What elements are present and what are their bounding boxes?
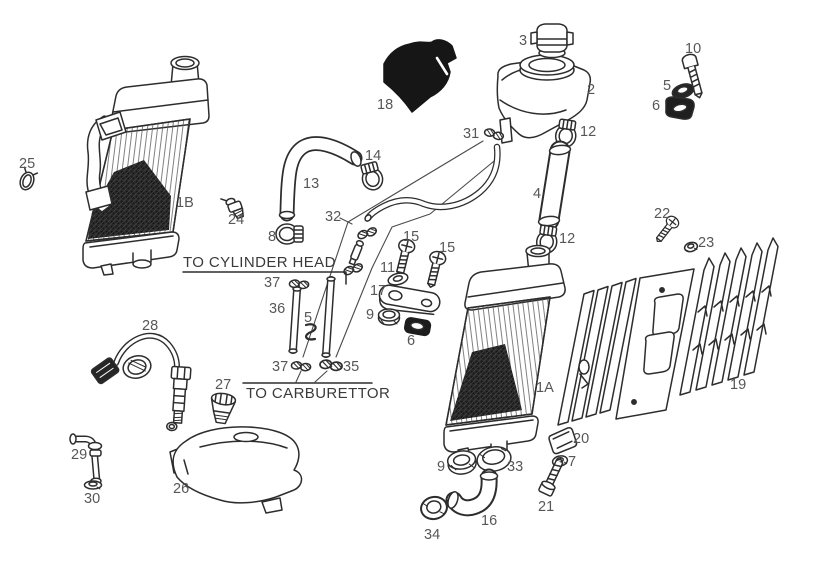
hose-32 <box>364 143 501 222</box>
part-label-32-hose-assembly: 32 <box>325 209 341 225</box>
part-label-37-clip: 37 <box>264 275 280 291</box>
part-label-29-pipe: 29 <box>71 447 87 463</box>
part-label-9-grommet: 9 <box>366 307 374 323</box>
grommet-9-middle <box>377 308 401 326</box>
part-label-10-bolt: 10 <box>685 41 701 57</box>
clip-35 <box>318 357 344 373</box>
caption-carburettor-leader-left <box>295 370 302 383</box>
part-label-15-screw: 15 <box>403 229 419 245</box>
connector-on-hose-32 <box>348 240 365 266</box>
hose-36 <box>288 286 302 354</box>
nut-23 <box>683 241 699 253</box>
part-label-6-rubber-mount: 6 <box>652 98 660 114</box>
rubber-flap-18 <box>383 39 457 113</box>
bolt-21 <box>538 458 564 497</box>
part-label-1A-radiator-right: 1A <box>536 380 554 396</box>
part-label-19-radiator-guard: 19 <box>730 377 746 393</box>
elbow-hose-13 <box>278 136 363 222</box>
caption-to-carburettor: TO CARBURETTOR <box>246 385 390 402</box>
radiator-1a <box>443 244 566 460</box>
part-label-37-clip: 37 <box>272 359 288 375</box>
part-label-4-straight-hose: 4 <box>533 186 541 202</box>
part-label-35-clip: 35 <box>343 359 359 375</box>
cap-27 <box>210 392 237 425</box>
hose-32-lower-section <box>321 276 336 358</box>
part-label-3-tank-cap: 3 <box>519 33 527 49</box>
clip-on-hose-32-upper <box>355 223 379 244</box>
part-label-21-bolt: 21 <box>538 499 554 515</box>
expansion-tank-2 <box>496 54 592 144</box>
part-label-26-shroud: 26 <box>173 481 189 497</box>
rubber-mount-6-right <box>665 96 695 120</box>
part-label-18-rubber-flap: 18 <box>377 97 393 113</box>
part-label-28-temp-sensor: 28 <box>142 318 158 334</box>
part-label-2-expansion-tank: 2 <box>587 82 595 98</box>
part-label-17-bracket: 17 <box>370 283 386 299</box>
part-label-22-screw: 22 <box>654 206 670 222</box>
clip-37-lower <box>290 359 312 373</box>
shroud-26 <box>169 426 303 514</box>
pipe-29 <box>69 433 103 486</box>
washer-5-right <box>671 83 695 99</box>
rubber-mount-6-middle <box>404 317 432 337</box>
part-label-5-washer: 5 <box>663 78 671 94</box>
part-label-13-elbow-hose: 13 <box>303 176 319 192</box>
clamp-25 <box>19 166 39 191</box>
part-label-24-temp-switch: 24 <box>228 212 244 228</box>
temp-switch-24 <box>220 197 244 220</box>
part-label-30-washer: 30 <box>84 491 100 507</box>
part-label-12-hose-clamp: 12 <box>580 124 596 140</box>
part-label-27-cap: 27 <box>215 377 231 393</box>
part-label-20-clip: 20 <box>573 431 589 447</box>
part-label-14-hose-clamp: 14 <box>365 148 381 164</box>
part-label-25-clamp: 25 <box>19 156 35 172</box>
assembly-zone-line-right <box>335 156 500 358</box>
caption-to-cylinder-head: TO CYLINDER HEAD <box>183 254 336 271</box>
part-label-6-rubber-mount: 6 <box>407 333 415 349</box>
bolt-10 <box>681 53 703 99</box>
part-label-1B-radiator-left: 1B <box>176 195 194 211</box>
part-label-9-grommet: 9 <box>437 459 445 475</box>
part-label-8-hose-clamp: 8 <box>268 229 276 245</box>
part-label-16-elbow-hose: 16 <box>481 513 497 529</box>
part-label-12-hose-clamp: 12 <box>559 231 575 247</box>
part-label-31-clip: 31 <box>463 126 479 142</box>
part-label-33-ring: 33 <box>507 459 523 475</box>
radiator-guard-19 <box>557 237 779 426</box>
temp-sensor-28 <box>90 332 192 432</box>
part-label-36-hose: 36 <box>269 301 285 317</box>
part-label-15-screw: 15 <box>439 240 455 256</box>
tank-cap-3 <box>530 23 574 59</box>
clip-5-middle <box>304 323 317 341</box>
hose-clamp-14 <box>357 160 386 193</box>
elbow-hose-16 <box>445 468 499 517</box>
hose-clamp-8 <box>275 223 304 245</box>
clip-20 <box>548 426 578 455</box>
part-label-34-ring: 34 <box>424 527 440 543</box>
label-32-leader <box>339 217 353 225</box>
caption-cylinder-head-underline <box>182 271 347 285</box>
washer-11 <box>387 272 409 286</box>
part-label-11-washer: 11 <box>380 260 395 276</box>
ring-33 <box>476 446 512 472</box>
washer-30 <box>83 480 103 490</box>
ring-34 <box>420 495 448 521</box>
part-label-7-nut: 7 <box>568 454 576 470</box>
straight-hose-4 <box>537 140 572 231</box>
caption-carburettor-leader-right <box>314 370 328 383</box>
part-label-5-clip: 5 <box>304 310 312 326</box>
part-label-23-nut: 23 <box>698 235 714 251</box>
radiator-1b <box>82 55 210 276</box>
grommet-9-bottom <box>446 450 477 475</box>
